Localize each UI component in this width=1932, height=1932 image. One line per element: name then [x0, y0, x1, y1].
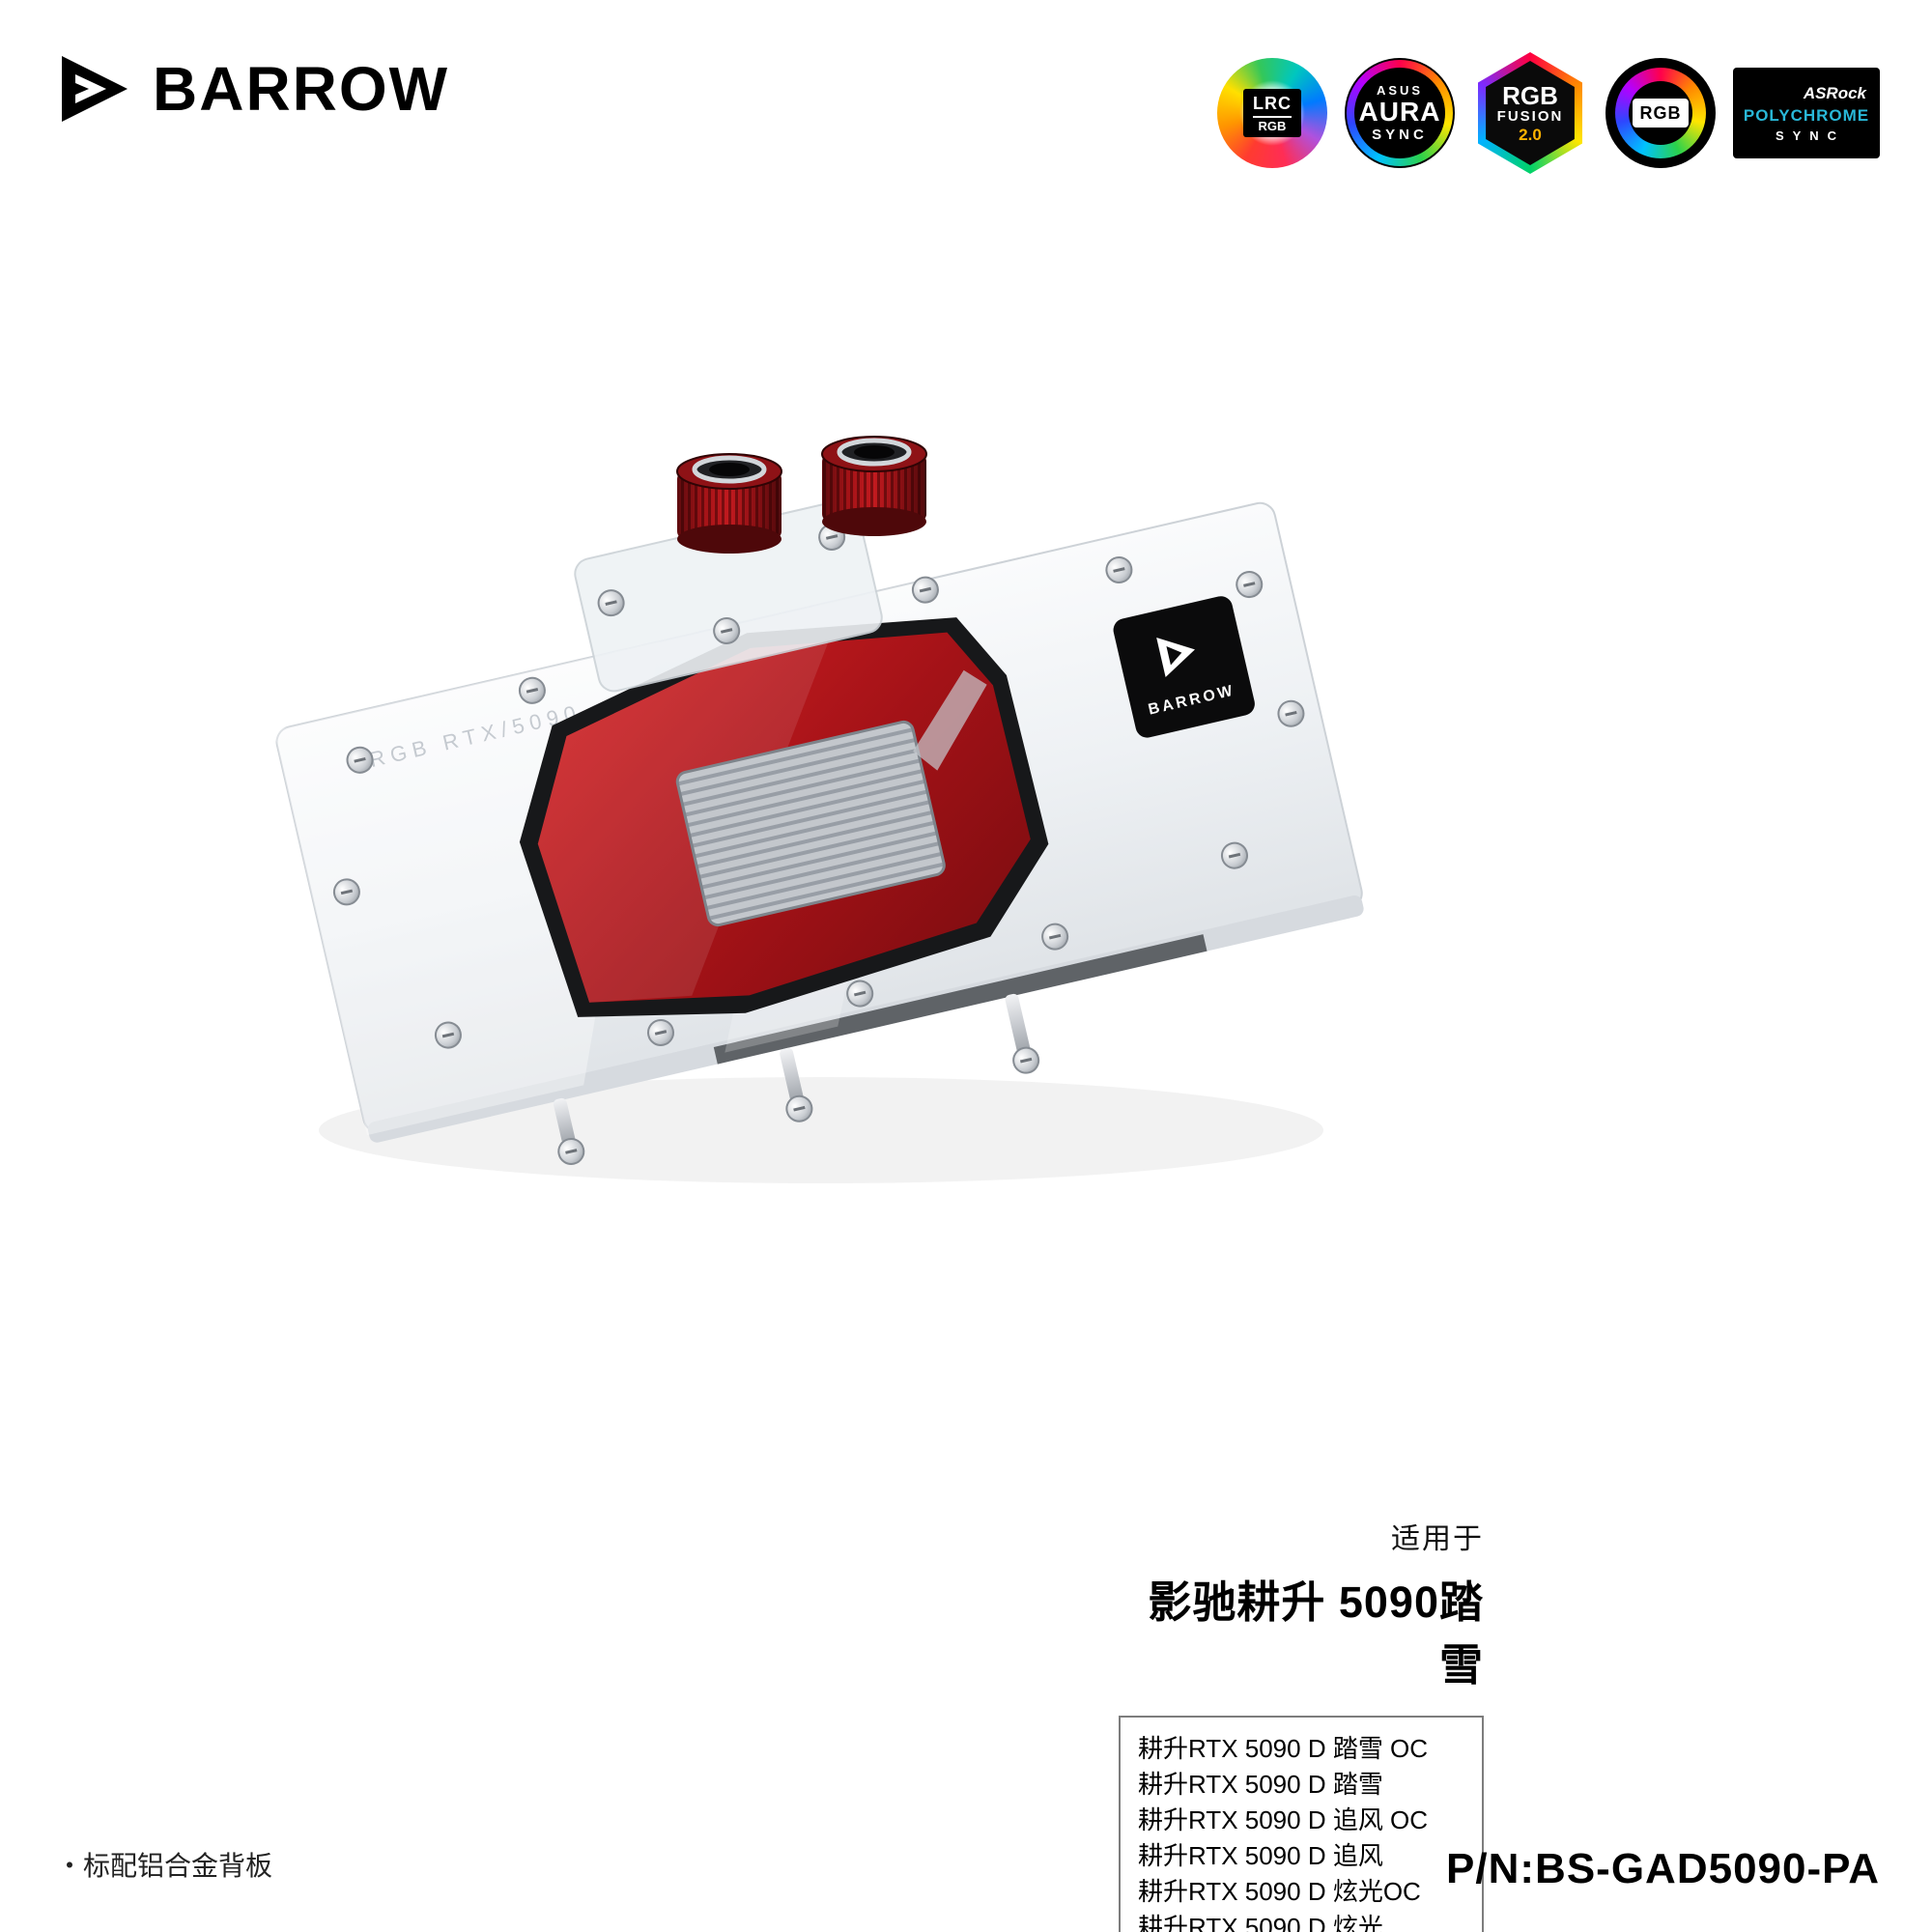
fusion-line1: RGB	[1502, 80, 1558, 110]
rgb-fusion-badge-icon: RGB FUSION 2.0	[1478, 52, 1582, 174]
rgb-sync-badges: LRC RGB ASUS AURA SYNC RGB FUSION 2.0 RG…	[1217, 52, 1880, 174]
backplate-note: ・标配铝合金背板	[56, 1851, 273, 1881]
acrylic-plate: RGB RTX/5090 BARROW	[273, 498, 1364, 1169]
compatibility-info: 适用于 影驰耕升 5090踏雪 耕升RTX 5090 D 踏雪 OC 耕升RTX…	[1119, 1515, 1484, 1932]
fusion-line3: 2.0	[1519, 125, 1542, 144]
rgb-sync-badge-icon: RGB	[1605, 58, 1716, 168]
aura-brand: ASUS	[1376, 82, 1424, 98]
asus-aura-sync-badge-icon: ASUS AURA SYNC	[1345, 58, 1455, 168]
asrock-line1: POLYCHROME	[1743, 105, 1870, 125]
compat-model: 耕升RTX 5090 D 炫光OC	[1138, 1877, 1421, 1906]
asrock-line2: SYNC	[1775, 128, 1846, 143]
rgb-label: RGB	[1639, 102, 1682, 123]
compat-model: 耕升RTX 5090 D 追风	[1138, 1841, 1383, 1870]
gpu-fin-plate	[675, 720, 946, 927]
asrock-polychrome-badge-icon: ASRock POLYCHROME SYNC	[1733, 68, 1880, 158]
waterblock-render: RGB RTX/5090 BARROW	[273, 436, 1364, 1183]
aura-line1: AURA	[1358, 96, 1441, 127]
compatible-models-box: 耕升RTX 5090 D 踏雪 OC 耕升RTX 5090 D 踏雪 耕升RTX…	[1119, 1716, 1484, 1932]
rgb-pill: RGB	[1633, 99, 1689, 128]
lrc-line1: LRC	[1253, 94, 1292, 113]
lrc-line2: RGB	[1252, 116, 1293, 133]
compat-model: 耕升RTX 5090 D 炫光	[1138, 1913, 1383, 1932]
rgb-fusion-badge-inner	[1486, 61, 1575, 165]
barrow-logo: BARROW	[56, 48, 449, 129]
product-title: 影驰耕升 5090踏雪	[1148, 1577, 1484, 1690]
compat-model: 耕升RTX 5090 D 踏雪	[1138, 1770, 1383, 1799]
applicable-label: 适用于	[1391, 1523, 1484, 1555]
lrc-rgb-label-box: LRC RGB	[1243, 89, 1301, 137]
part-number: P/N:BS-GAD5090-PA	[1446, 1845, 1880, 1892]
fusion-line2: FUSION	[1496, 107, 1564, 125]
product-photo: RGB RTX/5090 BARROW	[242, 367, 1401, 1236]
asrock-brand: ASRock	[1803, 83, 1866, 102]
lrc-rgb-badge-icon: LRC RGB	[1217, 58, 1327, 168]
coldplate-window	[519, 617, 1049, 1017]
barrow-block-badge: BARROW	[1113, 596, 1255, 738]
compat-model: 耕升RTX 5090 D 踏雪 OC	[1138, 1734, 1429, 1763]
aura-line2: SYNC	[1372, 126, 1428, 143]
brand-name: BARROW	[153, 54, 450, 124]
standoff-posts	[553, 993, 1043, 1169]
fitting-left	[676, 453, 782, 554]
fitting-right	[821, 436, 927, 536]
barrow-logo-icon	[62, 56, 128, 122]
compat-model: 耕升RTX 5090 D 追风 OC	[1138, 1805, 1429, 1834]
